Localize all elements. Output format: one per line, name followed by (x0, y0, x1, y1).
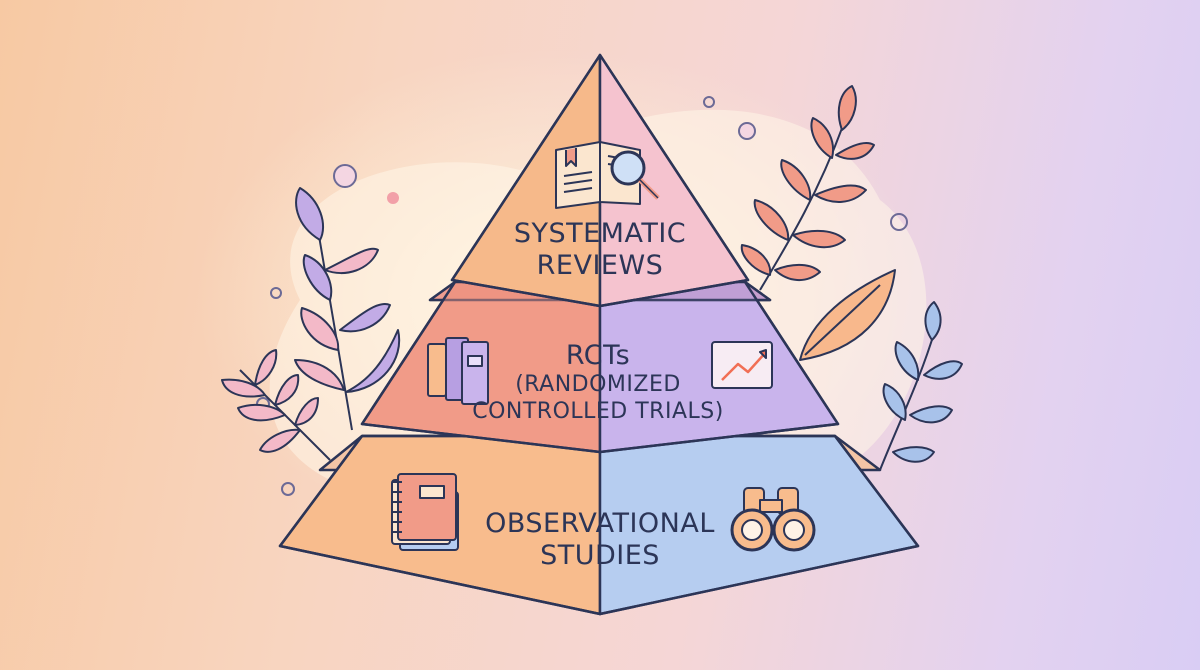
top-label-line1: SYSTEMATIC (513, 218, 687, 249)
left-small-leaf-branch (221, 349, 331, 461)
systematic-reviews-label: SYSTEMATIC REVIEWS (480, 218, 720, 283)
notebooks-icon (391, 473, 459, 551)
top-label-line2: REVIEWS (536, 250, 664, 282)
rcts-label: RCTs (RANDOMIZED CONTROLLED TRIALS) (448, 340, 748, 425)
middle-label-line3: CONTROLLED TRIALS) (472, 398, 724, 424)
left-leaf-branch (294, 187, 401, 431)
bottom-label-line1: OBSERVATIONAL (485, 508, 715, 539)
middle-label-line2: (RANDOMIZED (515, 372, 681, 398)
right-orange-leaf (799, 269, 896, 361)
observational-studies-label: OBSERVATIONAL STUDIES (450, 508, 750, 573)
decorative-dots (256, 96, 908, 496)
binoculars-icon (730, 487, 816, 552)
bottom-label-line2: STUDIES (540, 540, 660, 572)
right-blue-leaf-branch (879, 301, 963, 471)
open-book-magnifier-icon (555, 141, 660, 209)
accent-dot (387, 192, 399, 204)
right-leaf-branch (740, 85, 875, 291)
books-icon (427, 337, 489, 405)
trend-chart-icon (711, 341, 773, 389)
middle-label-line1: RCTs (565, 340, 631, 371)
